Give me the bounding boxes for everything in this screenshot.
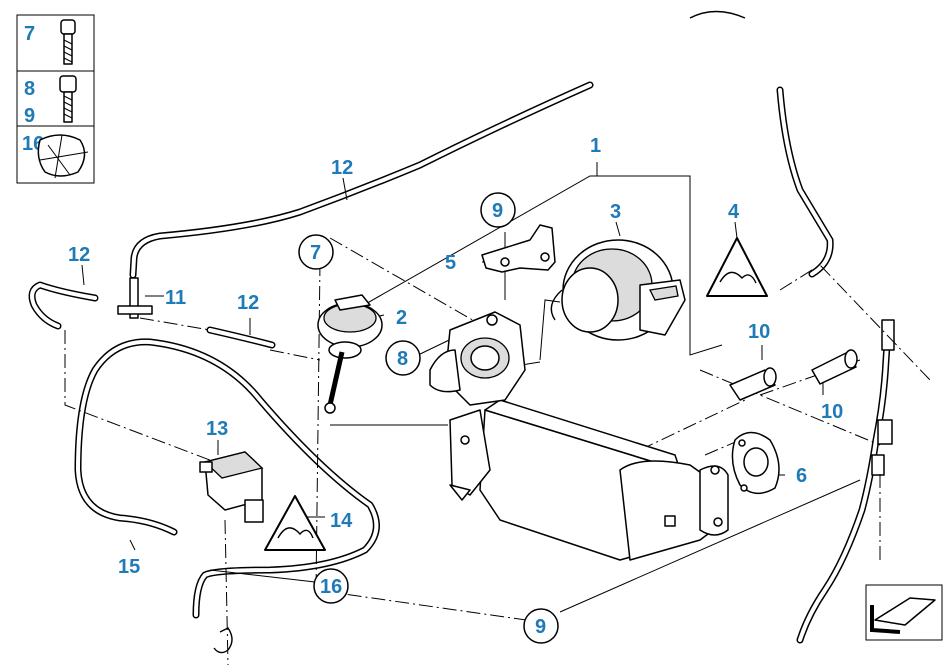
callout-2: 2 — [396, 307, 407, 329]
vacuum-hose-12-left — [28, 281, 99, 330]
callout-16: 16 — [320, 576, 342, 598]
callout-12-top: 12 — [331, 157, 353, 179]
legend-label-9: 9 — [24, 105, 35, 127]
solenoid-valve-13 — [199, 451, 264, 523]
screw-icon — [59, 75, 77, 123]
vacuum-hose-12-top — [129, 81, 594, 279]
orientation-arrow-icon — [865, 584, 943, 641]
fastener-legend-box: 7 8 9 16 — [16, 14, 95, 184]
callout-6: 6 — [796, 465, 807, 487]
filter-10-left — [729, 367, 777, 401]
vacuum-warning-icon — [264, 495, 326, 551]
callout-circles — [298, 192, 559, 644]
callout-10-right: 10 — [821, 401, 843, 423]
callout-1: 1 — [590, 135, 601, 157]
legend-label-8: 8 — [24, 78, 35, 100]
egr-cooler-1 — [429, 311, 729, 561]
bolt-icon — [60, 19, 76, 65]
bracket-5 — [481, 224, 556, 273]
callout-14: 14 — [330, 510, 353, 532]
callout-13: 13 — [206, 418, 228, 440]
vacuum-hose-12-mid — [206, 326, 276, 349]
oil-dipstick-tube — [796, 319, 895, 644]
vacuum-hose-top-right — [689, 10, 834, 278]
filter-10-right — [811, 349, 858, 385]
hose-clamp-icon — [37, 134, 89, 179]
callout-10-left: 10 — [748, 321, 770, 343]
callout-5: 5 — [445, 252, 456, 274]
egr-valve-3 — [550, 239, 686, 341]
callout-8: 8 — [397, 348, 408, 370]
t-connector-11 — [117, 277, 153, 319]
gasket-6 — [731, 431, 780, 494]
vacuum-actuator-2 — [317, 294, 383, 414]
callout-11: 11 — [165, 287, 186, 309]
callout-15: 15 — [118, 556, 140, 578]
callout-9-lower: 9 — [535, 616, 546, 638]
callout-12-left: 12 — [68, 244, 90, 266]
callout-7: 7 — [310, 242, 321, 264]
hose-end-hook — [213, 627, 233, 654]
legend-label-7: 7 — [24, 23, 35, 45]
callout-4: 4 — [728, 201, 740, 223]
vacuum-hose-15 — [74, 338, 380, 619]
callout-3: 3 — [610, 201, 621, 223]
callout-12-mid: 12 — [237, 292, 259, 314]
vacuum-warning-icon — [706, 237, 768, 297]
callout-9: 9 — [492, 200, 503, 222]
